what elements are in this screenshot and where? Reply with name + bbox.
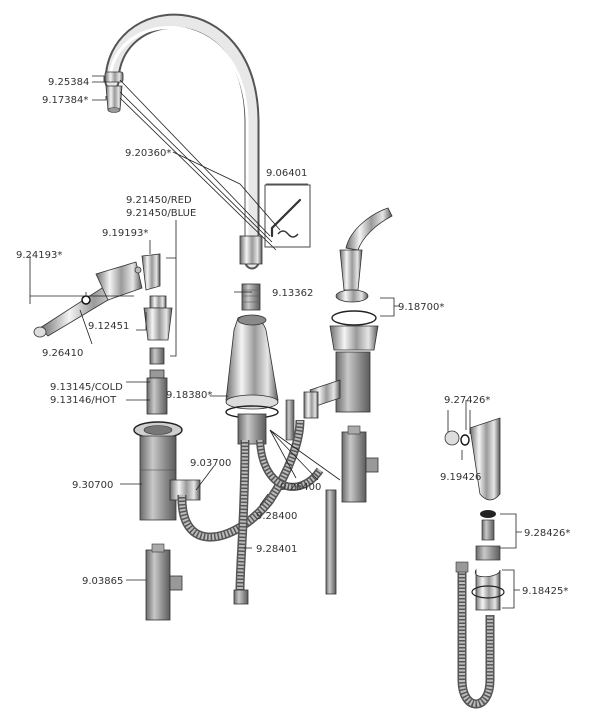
part-label-9-30700: 9.30700 [72, 480, 113, 491]
part-label-9-28400: 9.28400 [256, 511, 297, 522]
hex-key-box [264, 184, 311, 248]
part-label-9-26410: 9.26410 [42, 348, 83, 359]
part-label-9-18700: 9.18700* [398, 302, 444, 313]
left-bonnet [143, 295, 173, 365]
center-mounting-hardware [225, 399, 295, 445]
spout-aerator [104, 71, 124, 113]
spout-base [239, 235, 263, 265]
part-labels: 9.25384 9.17384* 9.20360* 9.06401 9.2145… [16, 77, 570, 597]
part-label-9-28401: 9.28401 [256, 544, 297, 555]
left-cartridge [146, 369, 168, 415]
part-label-9-26400: 9.26400 [280, 482, 321, 493]
left-lever-handle [33, 253, 161, 338]
gooseneck-spout [104, 13, 260, 270]
spout-shank [241, 283, 261, 311]
part-label-9-19193: 9.19193* [102, 228, 148, 239]
part-label-9-18425: 9.18425* [522, 586, 568, 597]
part-label-9-20360: 9.20360* [125, 148, 171, 159]
part-label-9-13145-cold: 9.13145/COLD [50, 382, 123, 393]
side-spray-hose [455, 510, 505, 709]
part-label-9-21450-blue: 9.21450/BLUE [126, 208, 196, 219]
part-label-9-03865: 9.03865 [82, 576, 123, 587]
right-tee-valve [341, 425, 379, 503]
supply-rod [325, 489, 337, 595]
leader-lines [29, 75, 522, 609]
side-spray-head [444, 417, 501, 501]
part-label-9-03700: 9.03700 [190, 458, 231, 469]
part-label-9-06401: 9.06401 [266, 168, 307, 179]
part-label-9-21450-red: 9.21450/RED [126, 195, 192, 206]
part-label-9-19426: 9.19426 [440, 472, 481, 483]
part-label-9-12451: 9.12451 [88, 321, 129, 332]
part-label-9-13362: 9.13362 [272, 288, 313, 299]
left-tee-valve [145, 543, 183, 621]
center-escutcheon [225, 314, 279, 410]
left-valve-body [133, 421, 201, 521]
right-lever-handle [335, 207, 393, 303]
part-label-9-27426: 9.27426* [444, 395, 490, 406]
braided-hoses [177, 419, 324, 605]
part-label-9-25384: 9.25384 [48, 77, 89, 88]
part-label-9-18380: 9.18380* [166, 390, 212, 401]
right-valve-body [303, 310, 379, 419]
part-label-9-24193: 9.24193* [16, 250, 62, 261]
part-label-9-28426: 9.28426* [524, 528, 570, 539]
part-label-9-13146-hot: 9.13146/HOT [50, 395, 117, 406]
part-label-9-17384: 9.17384* [42, 95, 88, 106]
